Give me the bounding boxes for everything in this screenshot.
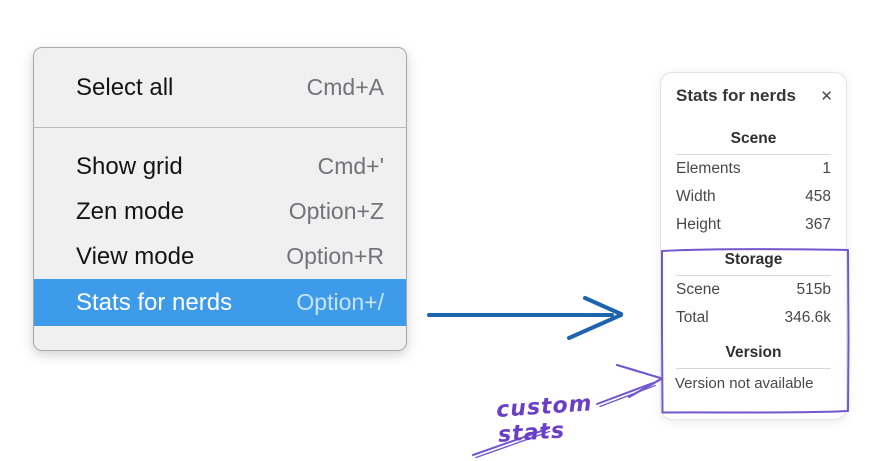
stat-label: Scene (676, 281, 720, 298)
menu-item-view-mode[interactable]: View mode Option+R (34, 234, 406, 279)
menu-item-shortcut: Option+R (286, 243, 384, 269)
version-note: Version not available (675, 374, 814, 392)
stats-section-version: Version Version not available (661, 344, 846, 397)
menu-item-shortcut: Cmd+' (317, 153, 384, 179)
menu-item-shortcut: Option+Z (288, 198, 384, 224)
stat-label: Width (676, 188, 716, 205)
section-heading: Version (725, 344, 782, 361)
stat-value: 515b (796, 281, 831, 298)
section-heading: Scene (730, 130, 777, 147)
menu-divider (34, 127, 406, 128)
menu-item-shortcut: Option+/ (296, 289, 384, 315)
stats-section-storage: Storage Scene 515b Total 346.6k (661, 251, 846, 332)
stat-row-total-storage: Total 346.6k (661, 304, 846, 332)
section-divider (676, 154, 831, 155)
menu-spacer (34, 128, 406, 144)
menu-item-select-all[interactable]: Select all Cmd+A (34, 48, 406, 127)
stat-value: 367 (805, 216, 831, 233)
stat-row-scene-storage: Scene 515b (661, 276, 846, 304)
section-heading: Storage (724, 251, 783, 268)
menu-item-label: View mode (76, 242, 195, 270)
stats-section-scene: Scene Elements 1 Width 458 Height 367 (661, 130, 846, 239)
menu-item-label: Zen mode (76, 197, 185, 225)
stat-row-height: Height 367 (661, 211, 846, 239)
close-icon[interactable]: ✕ (820, 87, 833, 105)
blue-arrow (427, 296, 623, 340)
menu-item-shortcut: Cmd+A (306, 74, 384, 100)
stat-label: Height (676, 216, 721, 233)
stats-panel: Stats for nerds ✕ Scene Elements 1 Width… (660, 72, 847, 420)
menu-item-show-grid[interactable]: Show grid Cmd+' (34, 144, 406, 189)
stats-panel-header: Stats for nerds ✕ (661, 73, 846, 106)
stat-value: 1 (822, 160, 831, 177)
context-menu: Select all Cmd+A Show grid Cmd+' Zen mod… (33, 47, 407, 351)
menu-item-zen-mode[interactable]: Zen mode Option+Z (34, 189, 406, 234)
menu-item-label: Select all (76, 73, 174, 101)
stat-row-width: Width 458 (661, 183, 846, 211)
stats-panel-title: Stats for nerds (676, 86, 796, 105)
stat-label: Total (676, 309, 709, 326)
stat-row-elements: Elements 1 (661, 155, 846, 183)
stat-value: 346.6k (784, 309, 831, 326)
stat-label: Elements (676, 160, 741, 177)
custom-stats-annotation: custom stats (495, 391, 594, 448)
menu-item-stats-for-nerds[interactable]: Stats for nerds Option+/ (34, 279, 406, 326)
stat-value: 458 (805, 188, 831, 205)
menu-item-label: Show grid (76, 152, 183, 180)
menu-item-label: Stats for nerds (76, 288, 233, 316)
